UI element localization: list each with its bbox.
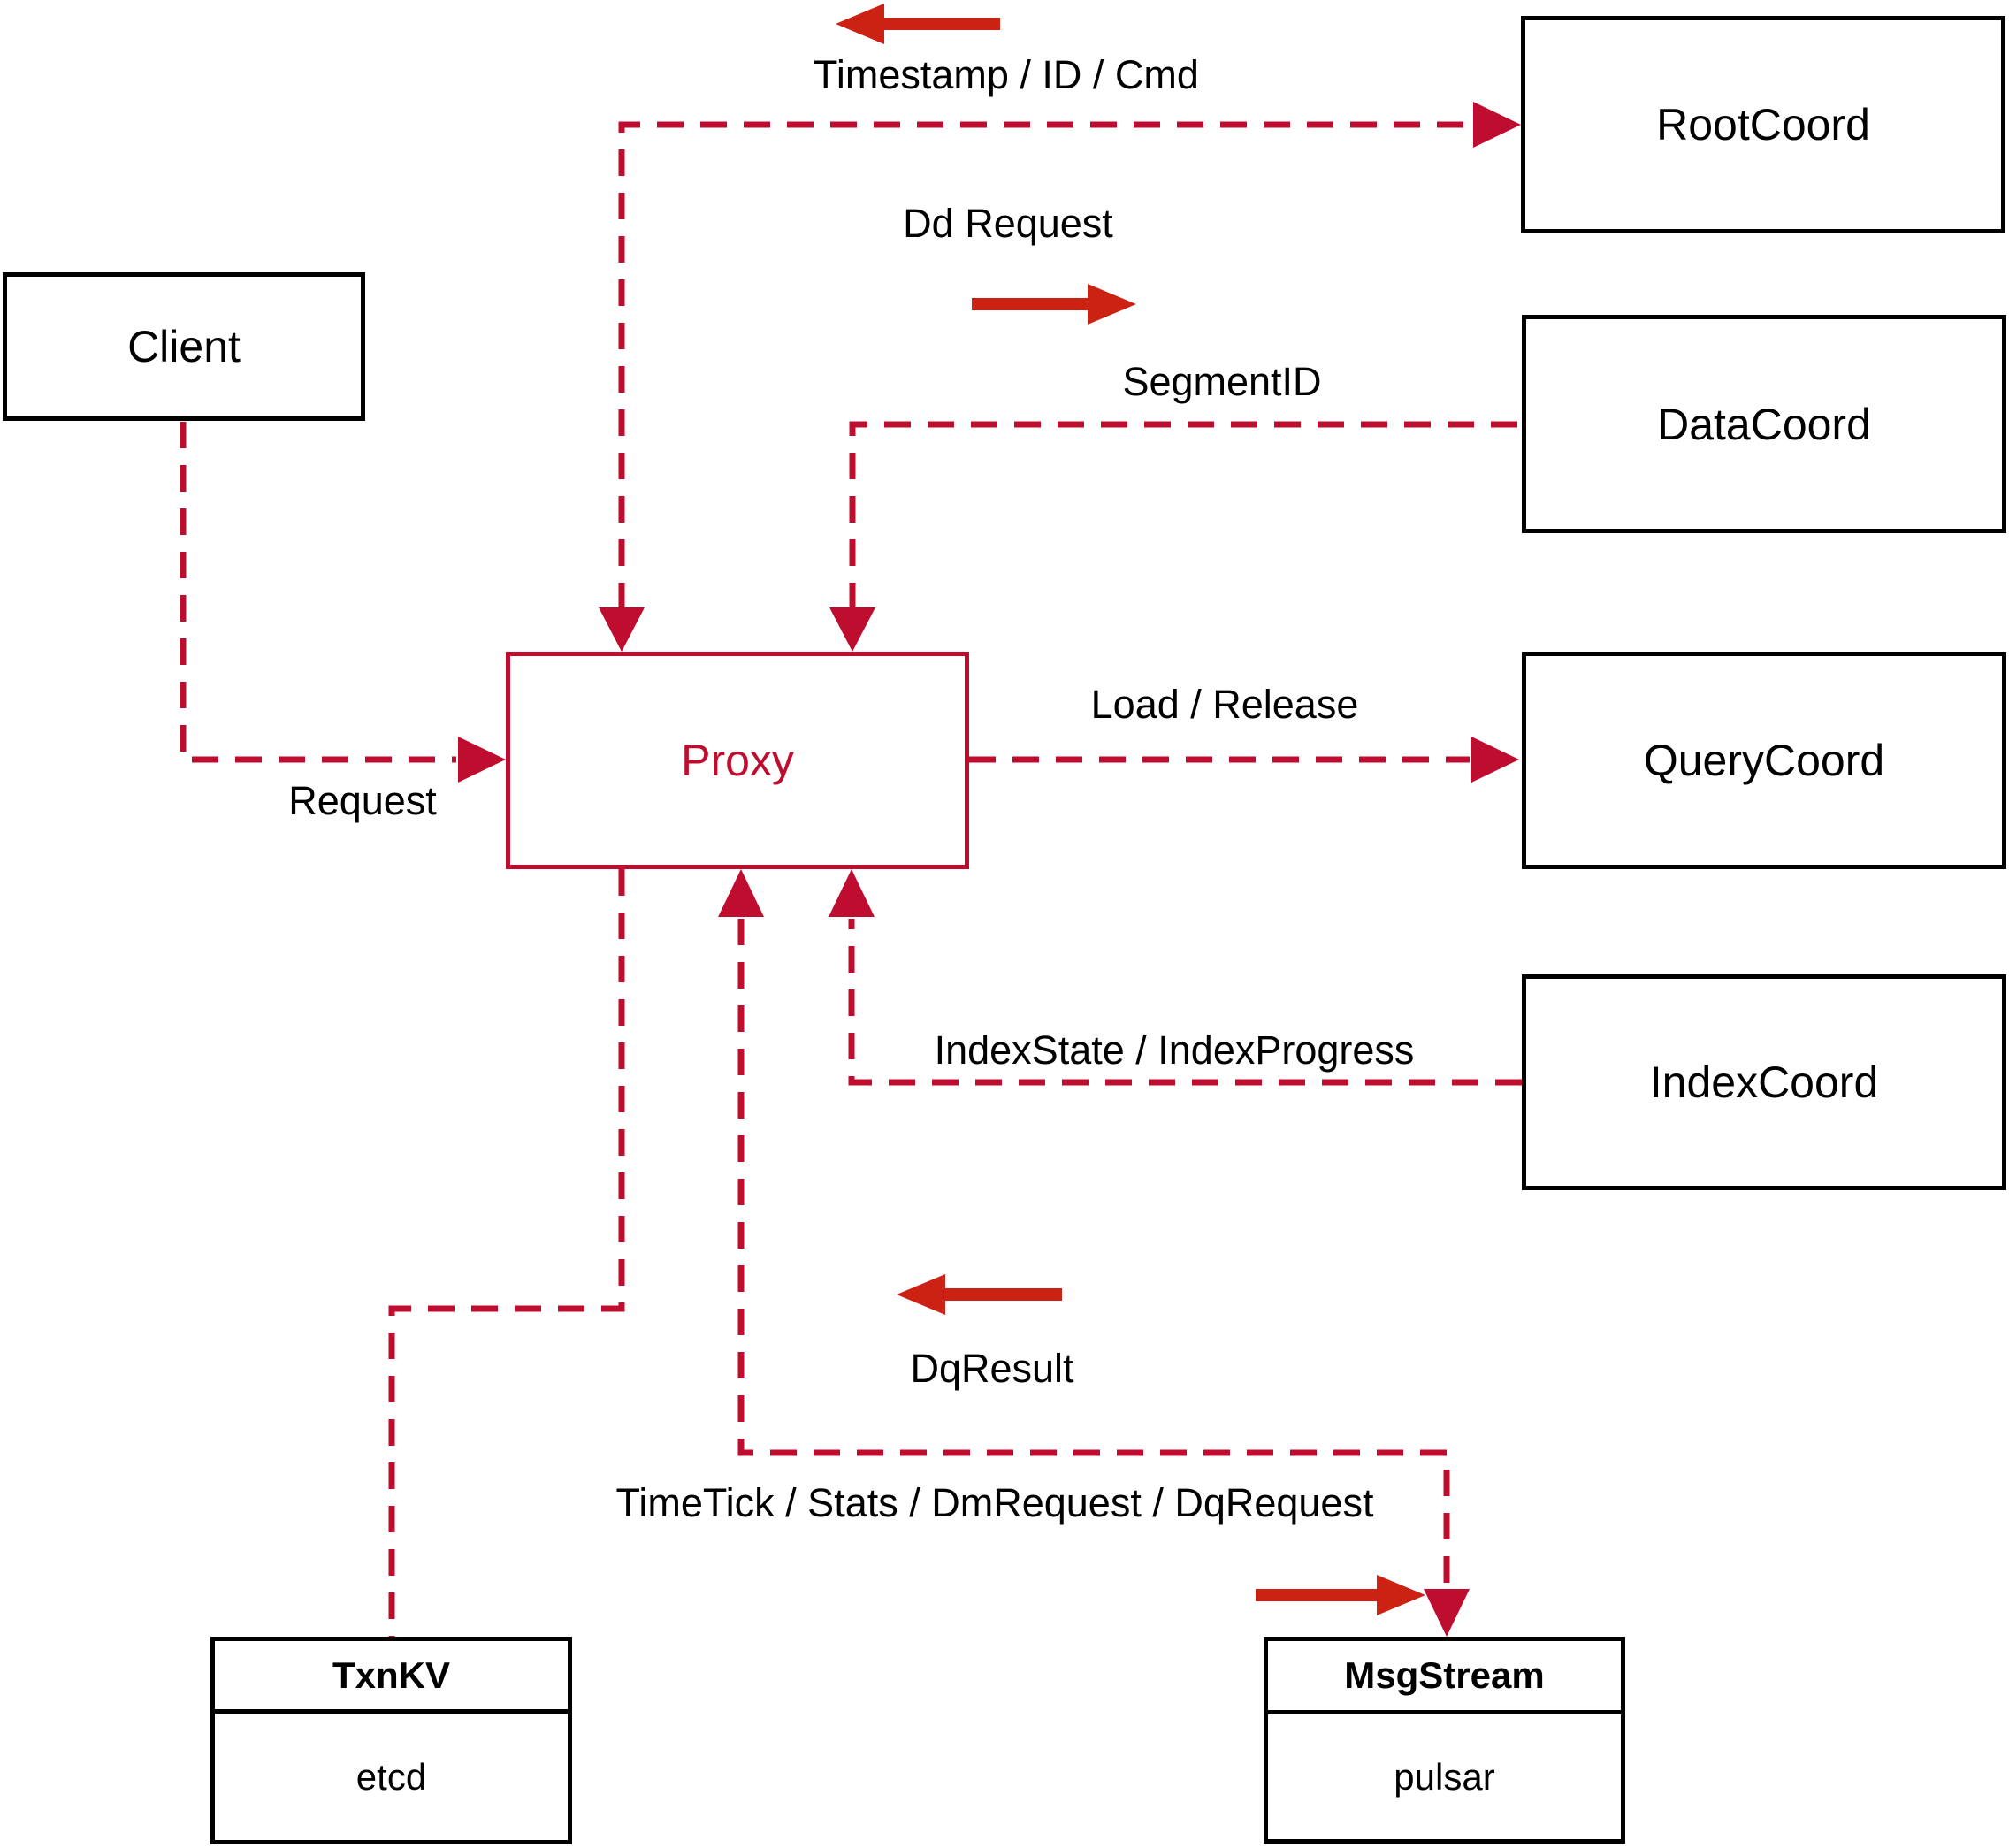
label-time-tick: TimeTick / Stats / DmRequest / DqRequest [615,1480,1374,1525]
node-indexcoord: IndexCoord [1522,974,2006,1190]
edge-client-proxy [180,422,506,783]
node-client-label: Client [127,322,241,371]
arrow-left-icon [897,1274,1062,1315]
edge-datacoord-proxy [829,421,1522,652]
label-timestamp-id-cmd: Timestamp / ID / Cmd [814,52,1199,97]
edge-proxy-msgstream [718,869,1470,1637]
label-dd-request: Dd Request [903,201,1113,246]
arrow-left-icon [836,4,1000,44]
edge-indexcoord-proxy [829,869,1522,1086]
txnkv-impl: etcd [355,1755,427,1798]
node-rootcoord: RootCoord [1521,16,2005,233]
label-request: Request [288,778,437,823]
node-datacoord: DataCoord [1522,315,2006,533]
edge-proxy-txnkv [388,869,625,1637]
node-querycoord: QueryCoord [1522,652,2006,869]
node-querycoord-label: QueryCoord [1643,736,1885,785]
node-client: Client [3,272,365,421]
label-dq-result: DqResult [910,1346,1074,1391]
label-load-release: Load / Release [1090,682,1359,727]
edge-proxy-rootcoord [599,102,1521,652]
table-msgstream: MsgStream pulsar [1264,1637,1625,1844]
table-txnkv: TxnKV etcd [210,1637,572,1844]
label-index-state: IndexState / IndexProgress [934,1027,1415,1073]
msgstream-impl: pulsar [1394,1755,1495,1798]
arrow-right-icon [1256,1575,1425,1615]
node-datacoord-label: DataCoord [1657,399,1871,449]
txnkv-title: TxnKV [215,1641,568,1714]
node-rootcoord-label: RootCoord [1656,100,1870,149]
msgstream-title: MsgStream [1268,1641,1621,1714]
edge-proxy-querycoord [969,737,1519,783]
label-segment-id: SegmentID [1122,359,1322,404]
node-proxy: Proxy [506,652,969,869]
node-proxy-label: Proxy [681,736,794,785]
node-indexcoord-label: IndexCoord [1649,1058,1879,1107]
arrow-right-icon [972,284,1136,325]
